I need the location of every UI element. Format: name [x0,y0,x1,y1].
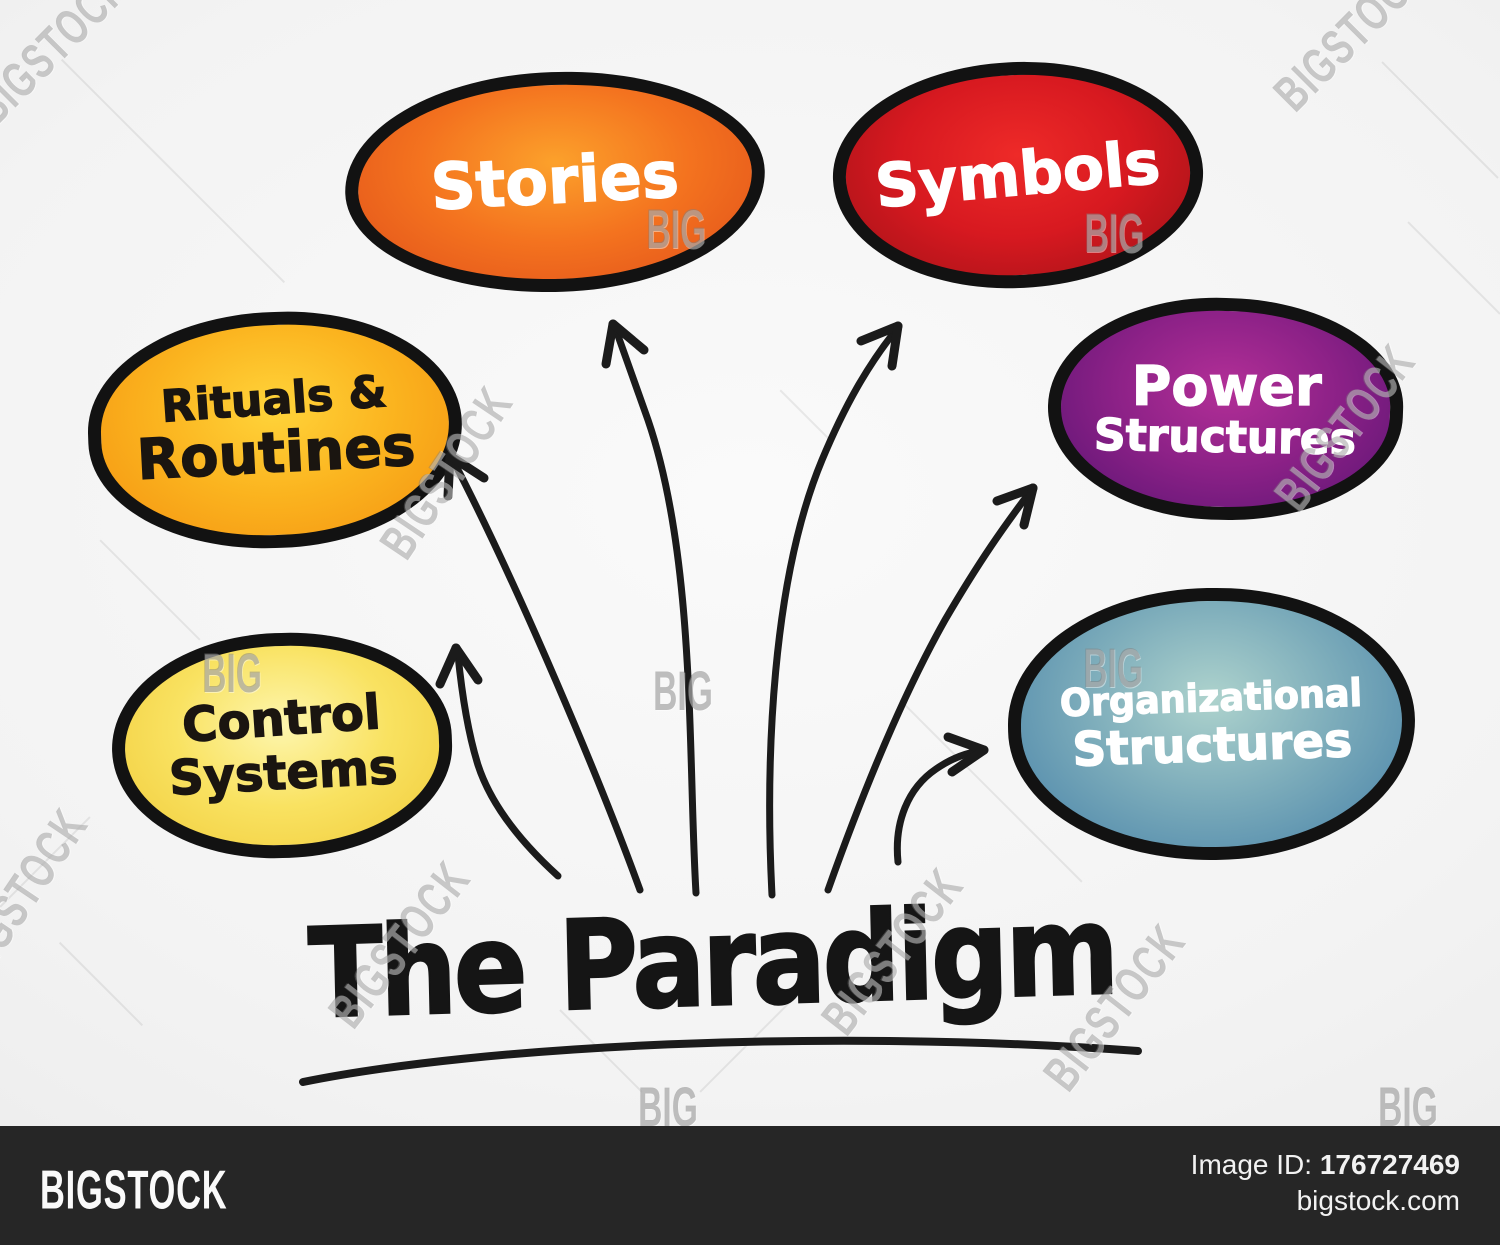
arrow-to-organizational-structures [893,732,989,866]
footer-bar: BIGSTOCK Image ID: 176727469 bigstock.co… [0,1126,1500,1245]
arrow-to-power-structures [824,483,1038,894]
arrow-to-symbols [766,321,903,899]
title-underline [299,1036,1142,1086]
arrow-to-control-systems [435,643,562,880]
arrow-to-rituals-routines [443,451,644,894]
image-id-line: Image ID: 176727469 [1191,1147,1460,1183]
image-id-label: Image ID: [1190,1149,1313,1180]
bigstock-logo: BIGSTOCK [40,1159,228,1221]
site-link: bigstock.com [1296,1185,1460,1216]
arrow-to-stories [601,319,700,897]
image-info: Image ID: 176727469 bigstock.com [1191,1147,1460,1219]
image-id-value: 176727469 [1319,1149,1460,1180]
page-title: The Paradigm [306,878,1118,1048]
